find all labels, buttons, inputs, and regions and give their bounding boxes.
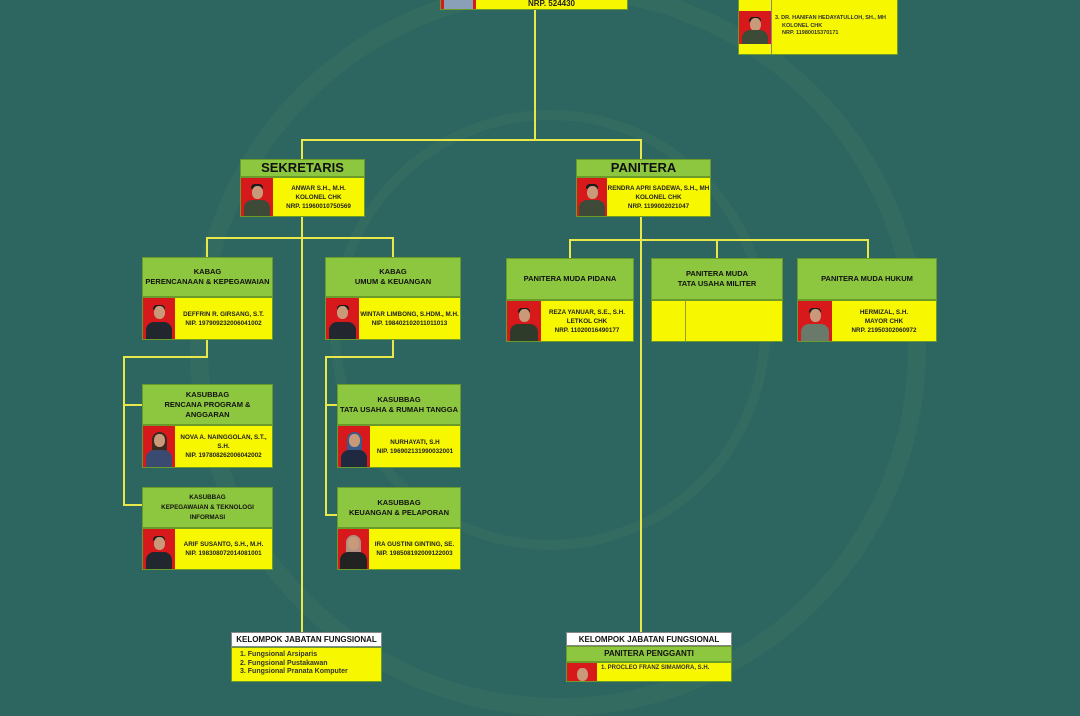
- title: KASUBBAG: [189, 493, 226, 501]
- rank: KOLONEL CHK: [635, 193, 682, 201]
- photo: [577, 178, 607, 216]
- photo: [241, 178, 273, 216]
- name: IRA GUSTINI GINTING, SE.: [374, 541, 455, 548]
- title: KABAG: [193, 267, 222, 276]
- photo: [143, 426, 175, 467]
- nrp: NRP. 21950302060972: [851, 326, 917, 334]
- nip: NIP. 198308072014081001: [185, 550, 262, 557]
- name: DEFFRIN R. GIRSANG, S.T.: [183, 310, 264, 318]
- list-item: 1. Fungsional Arsiparis: [240, 651, 318, 658]
- top-leader-box: NRP. 524430: [440, 0, 628, 10]
- photo: [507, 301, 541, 341]
- sekretaris-title: SEKRETARIS: [240, 159, 365, 177]
- subtitle: PERENCANAAN & KEPEGAWAIAN: [145, 277, 270, 286]
- title: KELOMPOK JABATAN FUNGSIONAL: [231, 632, 382, 647]
- nrp: NRP. 11960010750569: [286, 202, 351, 210]
- subtitle: PANITERA PENGGANTI: [566, 646, 732, 662]
- nrp: NRP. 1199002021047: [627, 202, 690, 210]
- subtitle: RENCANA PROGRAM & ANGGARAN: [164, 399, 251, 419]
- name: RENDRA APRI SADEWA, S.H., MH: [607, 184, 710, 192]
- subtitle: TATA USAHA MILITER: [677, 279, 757, 288]
- sekretaris-box: SEKRETARIS ANWAR S.H., M.H. KOLONEL CHK …: [240, 159, 365, 217]
- panitera-muda-hukum-box: PANITERA MUDA HUKUM HERMIZAL, S.H.MAYOR …: [797, 258, 937, 342]
- subtitle: KEPEGAWAIAN & TEKNOLOGI INFORMASI: [161, 503, 254, 521]
- rank: LETKOL CHK: [566, 317, 608, 325]
- photo: [441, 0, 476, 9]
- member-name: 3. DR. HANIFAN HEDAYATULLOH, SH., MH: [775, 15, 887, 21]
- top-leader-nrp: NRP. 524430: [528, 0, 575, 8]
- title: KASUBBAG: [185, 389, 230, 399]
- photo: [739, 11, 771, 44]
- photo: [326, 298, 359, 339]
- nip: NIP. 197808262006042002: [185, 452, 262, 459]
- nrp: NRP. 11020016490177: [554, 326, 620, 334]
- name: ARIF SUSANTO, S.H., M.H.: [183, 541, 264, 548]
- kasubbag-kepegawaian-box: KASUBBAG KEPEGAWAIAN & TEKNOLOGI INFORMAS…: [142, 487, 273, 570]
- rank: KOLONEL CHK: [295, 193, 342, 201]
- photo: [338, 426, 370, 467]
- photo: [338, 529, 369, 569]
- nip: NIP. 198402102011011013: [371, 319, 448, 327]
- name: ANWAR S.H., M.H.: [291, 184, 346, 192]
- subtitle: UMUM & KEUANGAN: [354, 277, 432, 286]
- title: PANITERA MUDA: [685, 269, 749, 278]
- subtitle: KEUANGAN & PELAPORAN: [348, 507, 449, 517]
- photo: [143, 298, 175, 339]
- title: KELOMPOK JABATAN FUNGSIONAL: [566, 632, 732, 646]
- top-right-box: 3. DR. HANIFAN HEDAYATULLOH, SH., MH KOL…: [738, 0, 898, 55]
- photo: [143, 529, 175, 569]
- panitera-box: PANITERA RENDRA APRI SADEWA, S.H., MH KO…: [576, 159, 711, 217]
- member-name: 1. PROCLEO FRANZ SIMAMORA, S.H.: [601, 665, 710, 671]
- nip: NIP. 198508192009122003: [376, 550, 453, 557]
- nip: NIP. 196902131990032001: [376, 447, 454, 455]
- list-item: 2. Fungsional Pustakawan: [240, 659, 328, 667]
- title: PANITERA MUDA HUKUM: [797, 258, 937, 300]
- name: REZA YANUAR, S.E., S.H.: [548, 308, 626, 316]
- name: HERMIZAL, S.H.: [859, 308, 909, 316]
- member-rank: KOLONEL CHK: [782, 22, 823, 29]
- panitera-muda-pidana-box: PANITERA MUDA PIDANA REZA YANUAR, S.E., …: [506, 258, 634, 342]
- name: NOVA A. NAINGGOLAN, S.T., S.H.: [180, 434, 267, 450]
- title: KASUBBAG: [377, 394, 421, 404]
- name: WINTAR LIMBONG, S.HDM., M.H.: [360, 310, 459, 318]
- title: KASUBBAG: [377, 497, 421, 507]
- photo: [567, 663, 597, 681]
- panitera-title: PANITERA: [576, 159, 711, 177]
- photo: [798, 301, 832, 341]
- title: KABAG: [379, 267, 407, 276]
- subtitle: TATA USAHA & RUMAH TANGGA: [339, 404, 459, 414]
- title: PANITERA MUDA PIDANA: [506, 258, 634, 300]
- name: NURHAYATI, S.H: [390, 438, 440, 446]
- member-nrp: NRP. 11980015370171: [782, 30, 839, 36]
- list-item: 3. Fungsional Pranata Komputer: [240, 668, 348, 675]
- nip: NIP. 197909232006041002: [185, 319, 262, 327]
- rank: MAYOR CHK: [864, 317, 904, 325]
